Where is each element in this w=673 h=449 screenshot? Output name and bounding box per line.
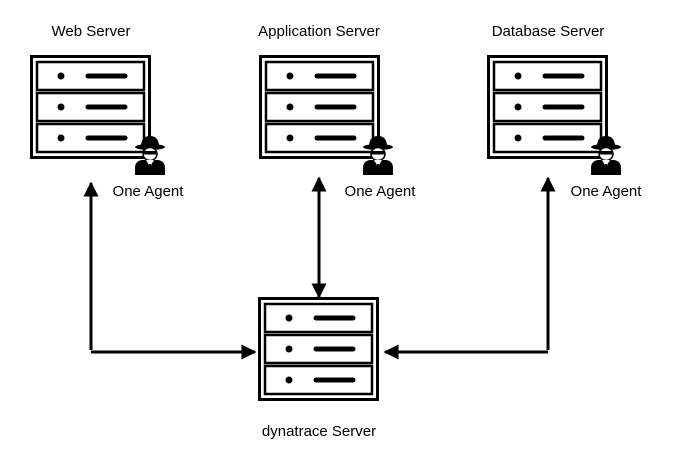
web-server-label: Web Server (51, 23, 131, 40)
app-agent-label: One Agent (344, 183, 416, 200)
app-server-label: Application Server (258, 23, 380, 40)
db-server-icon (489, 57, 607, 158)
db-server-label: Database Server (491, 23, 605, 40)
app-server-icon (261, 57, 379, 158)
dynatrace-server-icon (260, 299, 378, 400)
db-agent-label: One Agent (570, 183, 642, 200)
web-server-icon (32, 57, 150, 158)
web-agent-label: One Agent (112, 183, 184, 200)
dynatrace-server-label: dynatrace Server (261, 423, 377, 440)
